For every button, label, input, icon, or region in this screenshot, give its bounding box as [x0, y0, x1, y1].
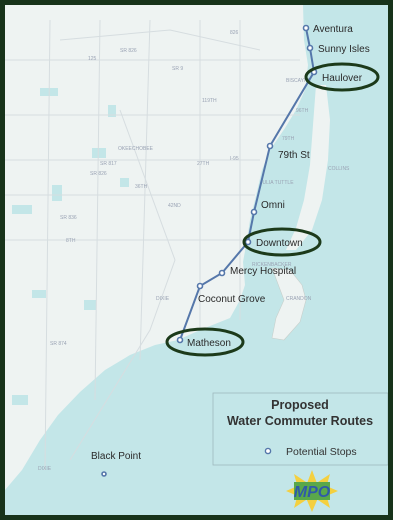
road-label: RICKENBACKER — [252, 262, 292, 268]
road-network — [5, 19, 300, 471]
stop-marker-omni[interactable] — [250, 208, 258, 216]
stop-marker-coconut-grove[interactable] — [196, 282, 204, 290]
stop-marker-79th-st[interactable] — [266, 142, 274, 150]
highlight-ring-matheson — [165, 327, 245, 357]
legend-title-line1: Proposed — [271, 398, 329, 412]
road-label: DIXIE — [38, 466, 52, 472]
highlight-ring-downtown — [242, 227, 322, 257]
legend-stop-icon — [264, 447, 272, 455]
stop-label-black-point: Black Point — [91, 451, 141, 462]
stop-label-omni: Omni — [261, 200, 285, 211]
stop-label-downtown: Downtown — [256, 238, 303, 249]
road-label: OKEECHOBEE — [118, 146, 154, 152]
road-label: 42ND — [168, 203, 181, 209]
stop-marker-mercy-hospital[interactable] — [218, 269, 226, 277]
stop-label-aventura: Aventura — [313, 24, 353, 35]
road-label: SR 874 — [50, 341, 67, 347]
road-label: 125 — [88, 56, 97, 62]
legend-item-label: Potential Stops — [286, 446, 357, 458]
road-label: CRANDON — [286, 296, 312, 302]
stop-label-haulover: Haulover — [322, 73, 363, 84]
stop-marker-downtown[interactable] — [244, 238, 252, 246]
stop-marker-sunny-isles[interactable] — [306, 44, 314, 52]
highlight-ring-haulover — [304, 62, 380, 92]
stop-label-79th-st: 79th St — [278, 150, 310, 161]
road-label: SR 9 — [172, 66, 183, 72]
legend: Proposed Water Commuter Routes Potential… — [212, 392, 388, 466]
stop-label-sunny-isles: Sunny Isles — [318, 44, 370, 55]
road-label: SR 826 — [120, 48, 137, 54]
road-label: 36TH — [135, 184, 148, 190]
road-label: I-95 — [230, 156, 239, 162]
stop-label-coconut-grove: Coconut Grove — [198, 294, 266, 305]
road-label: SR 836 — [60, 215, 77, 221]
ocean-area — [5, 5, 388, 515]
stop-marker-matheson[interactable] — [176, 336, 184, 344]
road-label: 119TH — [202, 98, 217, 104]
road-label: BISCAYNE — [286, 78, 312, 84]
logo-text: MPO — [294, 484, 331, 501]
sunburst-logo-icon: MPO — [286, 470, 338, 512]
stop-label-matheson: Matheson — [187, 338, 231, 349]
road-label: 27TH — [197, 161, 210, 167]
legend-title-line2: Water Commuter Routes — [227, 414, 373, 428]
road-label: 8TH — [66, 238, 76, 244]
road-label: 79TH — [282, 136, 295, 142]
route-map: SR 826 SR 9 125 826 119TH 96TH 79TH OKEE… — [5, 5, 388, 515]
barrier-island — [286, 85, 330, 250]
road-label: 96TH — [296, 108, 309, 114]
road-label: 826 — [230, 30, 239, 36]
road-label: DIXIE — [156, 296, 170, 302]
road-label: COLLINS — [328, 166, 350, 172]
key-biscayne — [271, 267, 307, 341]
stop-label-mercy-hospital: Mercy Hospital — [230, 266, 296, 277]
stop-marker-black-point[interactable] — [101, 471, 107, 477]
stop-marker-aventura[interactable] — [302, 24, 310, 32]
road-label: JULIA TUTTLE — [260, 180, 294, 186]
road-label: SR 826 — [90, 171, 107, 177]
road-label: SR 817 — [100, 161, 117, 167]
